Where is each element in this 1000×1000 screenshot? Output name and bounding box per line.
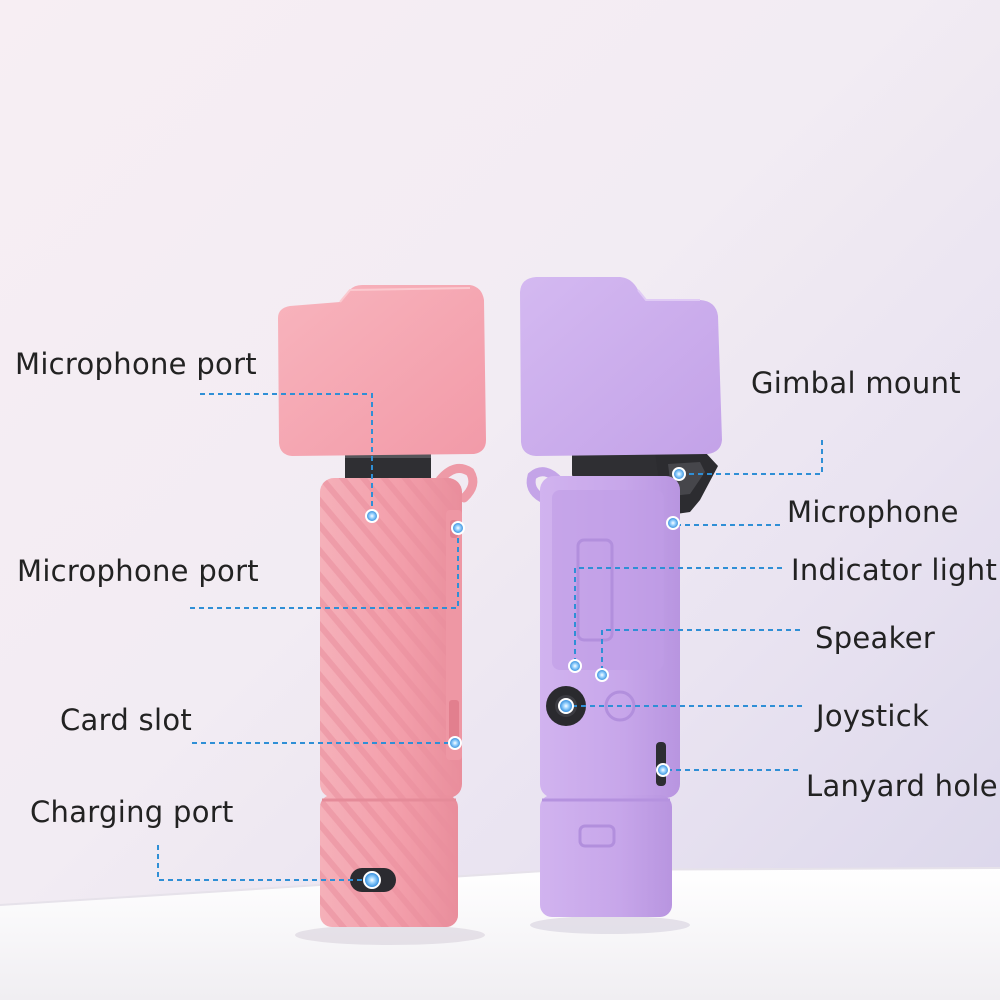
callout-line-speaker	[601, 629, 800, 673]
callout-dot-microphone-port-top	[365, 509, 379, 523]
purple-device	[520, 277, 722, 934]
callout-lines	[157, 393, 823, 881]
purple-lanyard-loop	[526, 467, 565, 503]
label-indicator-light: Indicator light	[791, 553, 998, 587]
callout-dot-microphone	[666, 516, 680, 530]
table-surface	[0, 868, 1000, 1000]
pink-device	[278, 285, 486, 945]
pink-card-slot	[449, 700, 459, 748]
callout-line-gimbal-mount	[680, 440, 823, 475]
label-speaker: Speaker	[815, 621, 936, 655]
callout-line-charging-port	[157, 845, 365, 881]
callout-line-microphone-port-top	[200, 393, 373, 512]
label-card-slot: Card slot	[60, 703, 193, 737]
callout-dot-lanyard-hole	[656, 763, 670, 777]
pink-gimbal-neck	[345, 450, 431, 484]
callout-dot-joystick	[558, 698, 574, 714]
callout-dot-card-slot	[448, 736, 462, 750]
purple-base-case	[540, 795, 672, 917]
callout-dot-gimbal-mount	[672, 467, 686, 481]
callout-dot-speaker	[595, 668, 609, 682]
callout-dot-charging-port	[363, 871, 381, 889]
pink-head-cover	[278, 285, 486, 456]
pink-lanyard-loop	[435, 463, 478, 503]
label-microphone: Microphone	[787, 495, 959, 529]
callout-line-microphone-port-side	[190, 530, 459, 609]
label-lanyard-hole: Lanyard hole	[806, 769, 998, 803]
callout-dots	[363, 467, 686, 889]
label-microphone-port-side: Microphone port	[17, 554, 259, 588]
label-gimbal-mount: Gimbal mount	[751, 366, 961, 400]
callout-line-indicator-light	[574, 567, 782, 665]
label-charging-port: Charging port	[30, 795, 234, 829]
callout-dot-indicator-light	[568, 659, 582, 673]
purple-head-cover	[520, 277, 722, 456]
label-microphone-port-top: Microphone port	[15, 347, 257, 381]
label-joystick: Joystick	[816, 699, 930, 733]
callout-dot-microphone-port-side	[451, 521, 465, 535]
